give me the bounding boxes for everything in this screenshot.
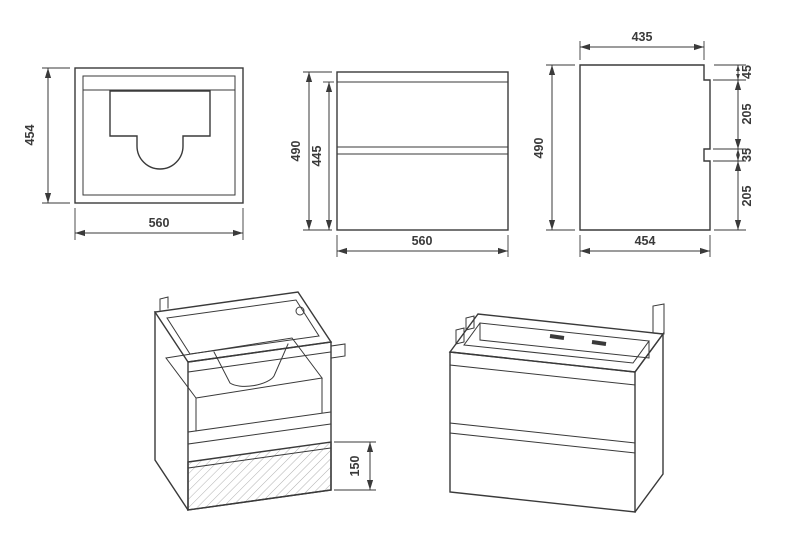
upper-drawer-top-face: [165, 337, 323, 399]
dim-label-top-rail: 45: [740, 65, 754, 79]
mid-rail-top-edge: [187, 411, 332, 433]
dim-iso-drawer-front-height: 150: [334, 441, 376, 491]
mid-rail-bottom-edge: [187, 423, 332, 445]
mount-bracket: [330, 343, 346, 359]
iso-closed-view: [448, 303, 665, 513]
front-view: 490 445 560: [289, 71, 509, 257]
iso-open-top-rim-inner: [166, 299, 320, 355]
drawer-slide-hardware: [549, 334, 565, 340]
dim-side-height: 490: [532, 64, 575, 231]
top-rail-edge: [187, 351, 332, 373]
iso-open-top-rim-outer: [153, 291, 333, 363]
top-rail-edge: [449, 364, 636, 386]
drawer-gap-top-edge: [449, 422, 636, 444]
iso-closed-right-face: [634, 331, 664, 513]
lower-drawer-front-hatch: [188, 442, 331, 510]
wall-hanger-bracket: [455, 327, 465, 345]
front-view-outline: [336, 71, 509, 231]
iso-closed-front-face: [449, 351, 636, 513]
mount-bracket: [159, 296, 169, 311]
dim-side-right-chain: 45 205 35 205: [713, 64, 754, 231]
top-view-outer-edge: [74, 67, 244, 204]
dim-front-overall-height: 490: [289, 71, 332, 231]
dim-label-front-width: 560: [412, 234, 433, 248]
dim-label-upper-drawer: 205: [740, 104, 754, 125]
lower-drawer-front: [187, 441, 332, 511]
dim-side-bottom-depth: 454: [579, 234, 711, 257]
dim-side-top-depth: 435: [579, 30, 705, 60]
side-view-outline: [579, 64, 711, 231]
dim-top-height: 454: [23, 67, 70, 204]
dim-label-drawer-gap: 35: [740, 148, 754, 162]
iso-open-left-face: [154, 311, 189, 511]
dim-label-top-height: 454: [23, 125, 37, 146]
dim-label-front-body-height: 445: [310, 146, 324, 167]
interior-back-edge: [479, 339, 650, 359]
dim-label-side-top-depth: 435: [632, 30, 653, 44]
top-view: 454 560: [23, 67, 244, 240]
dim-label-front-overall-height: 490: [289, 141, 303, 162]
dim-front-body-height: 445: [310, 81, 334, 230]
tap-hole: [295, 306, 305, 316]
back-panel-tab: [652, 303, 665, 335]
sink-cutout: [109, 90, 211, 170]
drawer-gap-bottom-edge: [449, 432, 636, 454]
iso-open-view: 150: [153, 291, 376, 511]
wall-hanger-bracket: [465, 315, 475, 331]
siphon-cutout: [213, 343, 289, 387]
dim-label-side-height: 490: [532, 138, 546, 159]
dim-top-width: 560: [74, 208, 244, 240]
lower-drawer-front-top-edge: [187, 447, 332, 469]
dim-label-drawer-front-height: 150: [348, 456, 362, 477]
dim-label-side-bottom-depth: 454: [635, 234, 656, 248]
dim-front-width: 560: [336, 234, 509, 257]
dim-label-top-width: 560: [149, 216, 170, 230]
dim-label-lower-drawer: 205: [740, 186, 754, 207]
top-view-inner-edge: [82, 75, 236, 196]
drawer-slide-hardware: [591, 340, 607, 346]
side-view: 435 490 454 45 205 35 205: [532, 30, 754, 257]
